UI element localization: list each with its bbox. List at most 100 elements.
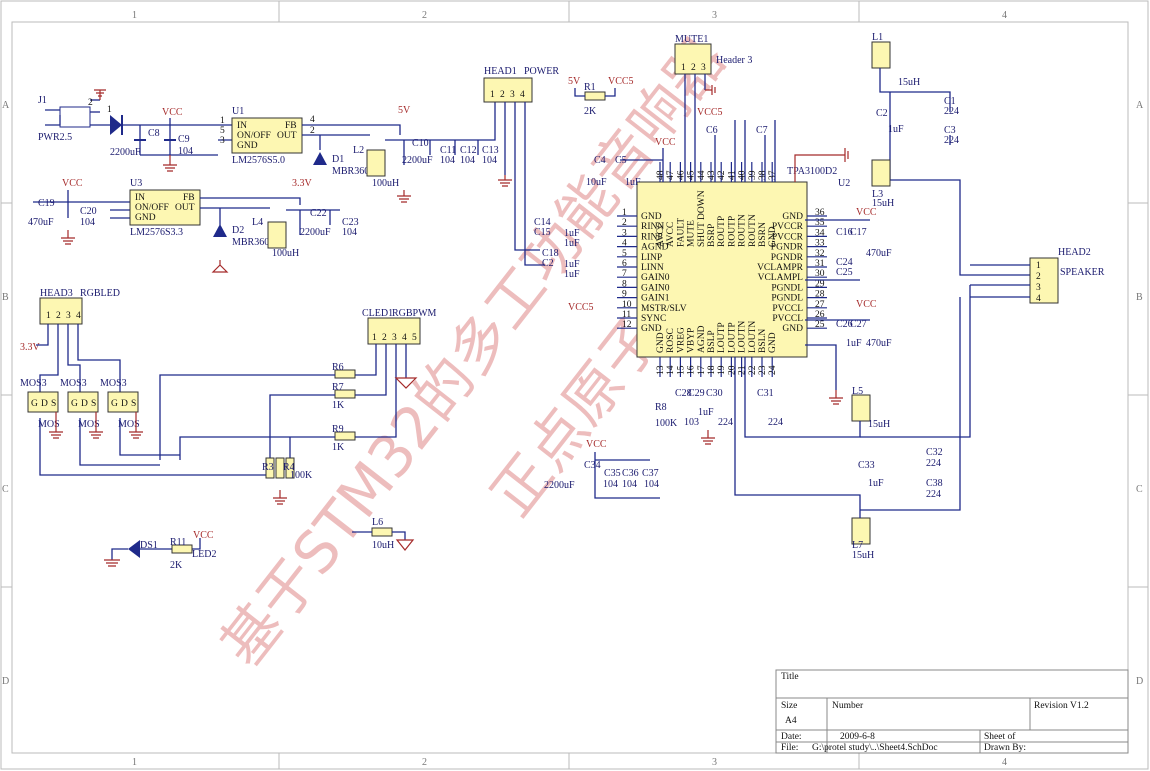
amp-right-pin-name: PGNDL — [771, 283, 803, 293]
svg-text:C18: C18 — [542, 248, 559, 259]
svg-text:224: 224 — [768, 417, 783, 428]
col-label-1-bottom: 1 — [132, 757, 137, 768]
mos-body — [107, 391, 139, 413]
amp-top-pin-num: 40 — [738, 170, 748, 180]
amp-bottom-pin-num: 14 — [666, 365, 676, 375]
amp-top-pin-num: 48 — [656, 170, 666, 180]
l7-body — [851, 517, 871, 545]
svg-text:HEAD1: HEAD1 — [484, 66, 517, 77]
svg-text:C24: C24 — [836, 257, 853, 268]
svg-text:VCC5: VCC5 — [568, 302, 594, 313]
amp-left-pin-num: 3 — [622, 228, 627, 238]
svg-text:ON/OFF: ON/OFF — [135, 203, 169, 213]
svg-text:R4: R4 — [283, 462, 295, 473]
l5-body — [851, 394, 871, 422]
l1-body — [871, 41, 891, 69]
svg-text:SPEAKER: SPEAKER — [1060, 267, 1105, 278]
svg-text:VCC: VCC — [193, 530, 214, 541]
svg-text:224: 224 — [944, 135, 959, 146]
amp-left-pin-name: RINN — [641, 222, 664, 232]
mos-label: MOS3 — [20, 378, 47, 389]
d1-diode — [313, 152, 327, 165]
d1-ref: D1 — [332, 154, 344, 165]
amp-left-pin-num: 11 — [622, 310, 631, 320]
svg-text:LM2576S3.3: LM2576S3.3 — [130, 227, 183, 238]
svg-text:C33: C33 — [858, 460, 875, 471]
svg-text:100uH: 100uH — [272, 248, 299, 259]
amp-right-pin-num: 27 — [815, 300, 825, 310]
svg-text:15uH: 15uH — [852, 550, 874, 561]
svg-text:C25: C25 — [836, 267, 853, 278]
diode-input — [110, 115, 122, 135]
u3-body — [129, 189, 201, 226]
svg-text:104: 104 — [622, 479, 637, 490]
svg-text:2: 2 — [500, 90, 505, 100]
svg-text:L4: L4 — [252, 217, 263, 228]
svg-text:1uF: 1uF — [564, 269, 580, 280]
amp-top-pin-name: ROUTN — [748, 214, 758, 247]
svg-text:C2: C2 — [542, 258, 554, 269]
amp-left-pin-num: 1 — [622, 208, 627, 218]
svg-text:15uH: 15uH — [872, 198, 894, 209]
title-block: Title Size A4 Number Revision V1.2 Date:… — [775, 669, 1129, 754]
svg-text:470uF: 470uF — [28, 217, 54, 228]
amp-right-pin-name: PGNDR — [771, 243, 804, 253]
svg-text:R11: R11 — [170, 537, 186, 548]
amp-bottom-pin-name: VBYP — [687, 328, 697, 353]
svg-text:GND: GND — [135, 213, 156, 223]
amp-top-pin-name: FAULT — [676, 218, 686, 247]
amp-right-pin-num: 35 — [815, 218, 825, 228]
d2-diode — [213, 224, 227, 237]
svg-text:1K: 1K — [332, 442, 345, 453]
svg-text:RGBLED: RGBLED — [80, 288, 120, 299]
c9-ref: C9 — [178, 134, 190, 145]
svg-text:C36: C36 — [622, 468, 639, 479]
mos-part: MOS — [38, 419, 60, 430]
svg-text:3.3V: 3.3V — [20, 342, 41, 353]
svg-text:1: 1 — [46, 311, 51, 321]
svg-text:4: 4 — [76, 311, 81, 321]
svg-text:104: 104 — [80, 217, 95, 228]
amp-bottom-pin-name: LOUTN — [748, 321, 758, 353]
svg-text:C37: C37 — [642, 468, 659, 479]
svg-text:C14: C14 — [534, 217, 551, 228]
amp-top-pin-num: 46 — [676, 170, 686, 180]
row-label-a: A — [2, 100, 10, 111]
regulator-5v-section: J1 PWR2.5 2 1 VCC C8 2200uF C9 104 U1 LM… — [38, 89, 499, 203]
svg-text:C23: C23 — [342, 217, 359, 228]
svg-text:104: 104 — [440, 155, 455, 166]
mos-pin-label: D — [81, 399, 88, 409]
svg-text:104: 104 — [342, 227, 357, 238]
svg-text:104: 104 — [482, 155, 497, 166]
svg-text:C2: C2 — [876, 108, 888, 119]
amp-top-pin-name: BSRN — [758, 222, 768, 247]
row-label-c: C — [2, 484, 9, 495]
amp-top-pin-name: MUTE — [687, 220, 697, 247]
svg-text:L5: L5 — [852, 386, 863, 397]
svg-text:1: 1 — [220, 116, 225, 126]
svg-text:3: 3 — [1036, 283, 1041, 293]
row-label-a-right: A — [1136, 100, 1144, 111]
amp-left-pin-name: LINN — [641, 263, 664, 273]
svg-text:C27: C27 — [850, 319, 867, 330]
amp-bottom-pin-name: VREG — [676, 327, 686, 353]
amp-top-pin-num: 44 — [697, 170, 707, 180]
svg-text:3.3V: 3.3V — [292, 178, 313, 189]
svg-text:MBR360: MBR360 — [232, 237, 269, 248]
svg-text:1uF: 1uF — [868, 478, 884, 489]
c9-value: 104 — [178, 146, 193, 157]
amp-right-pin-num: 26 — [815, 310, 825, 320]
amp-right-pin-num: 29 — [815, 279, 825, 289]
amp-right-pin-num: 32 — [815, 249, 825, 259]
svg-text:C1: C1 — [944, 96, 956, 107]
ground-icon — [129, 412, 143, 439]
amp-left-pin-name: RINP — [641, 232, 663, 242]
amp-bottom-pin-num: 21 — [738, 365, 748, 375]
svg-text:1: 1 — [1036, 261, 1041, 271]
amp-left-pin-num: 10 — [622, 300, 632, 310]
svg-text:1uF: 1uF — [625, 177, 641, 188]
svg-text:C31: C31 — [757, 388, 774, 399]
svg-text:R1: R1 — [584, 82, 596, 93]
amp-bottom-pin-num: 24 — [768, 365, 778, 375]
